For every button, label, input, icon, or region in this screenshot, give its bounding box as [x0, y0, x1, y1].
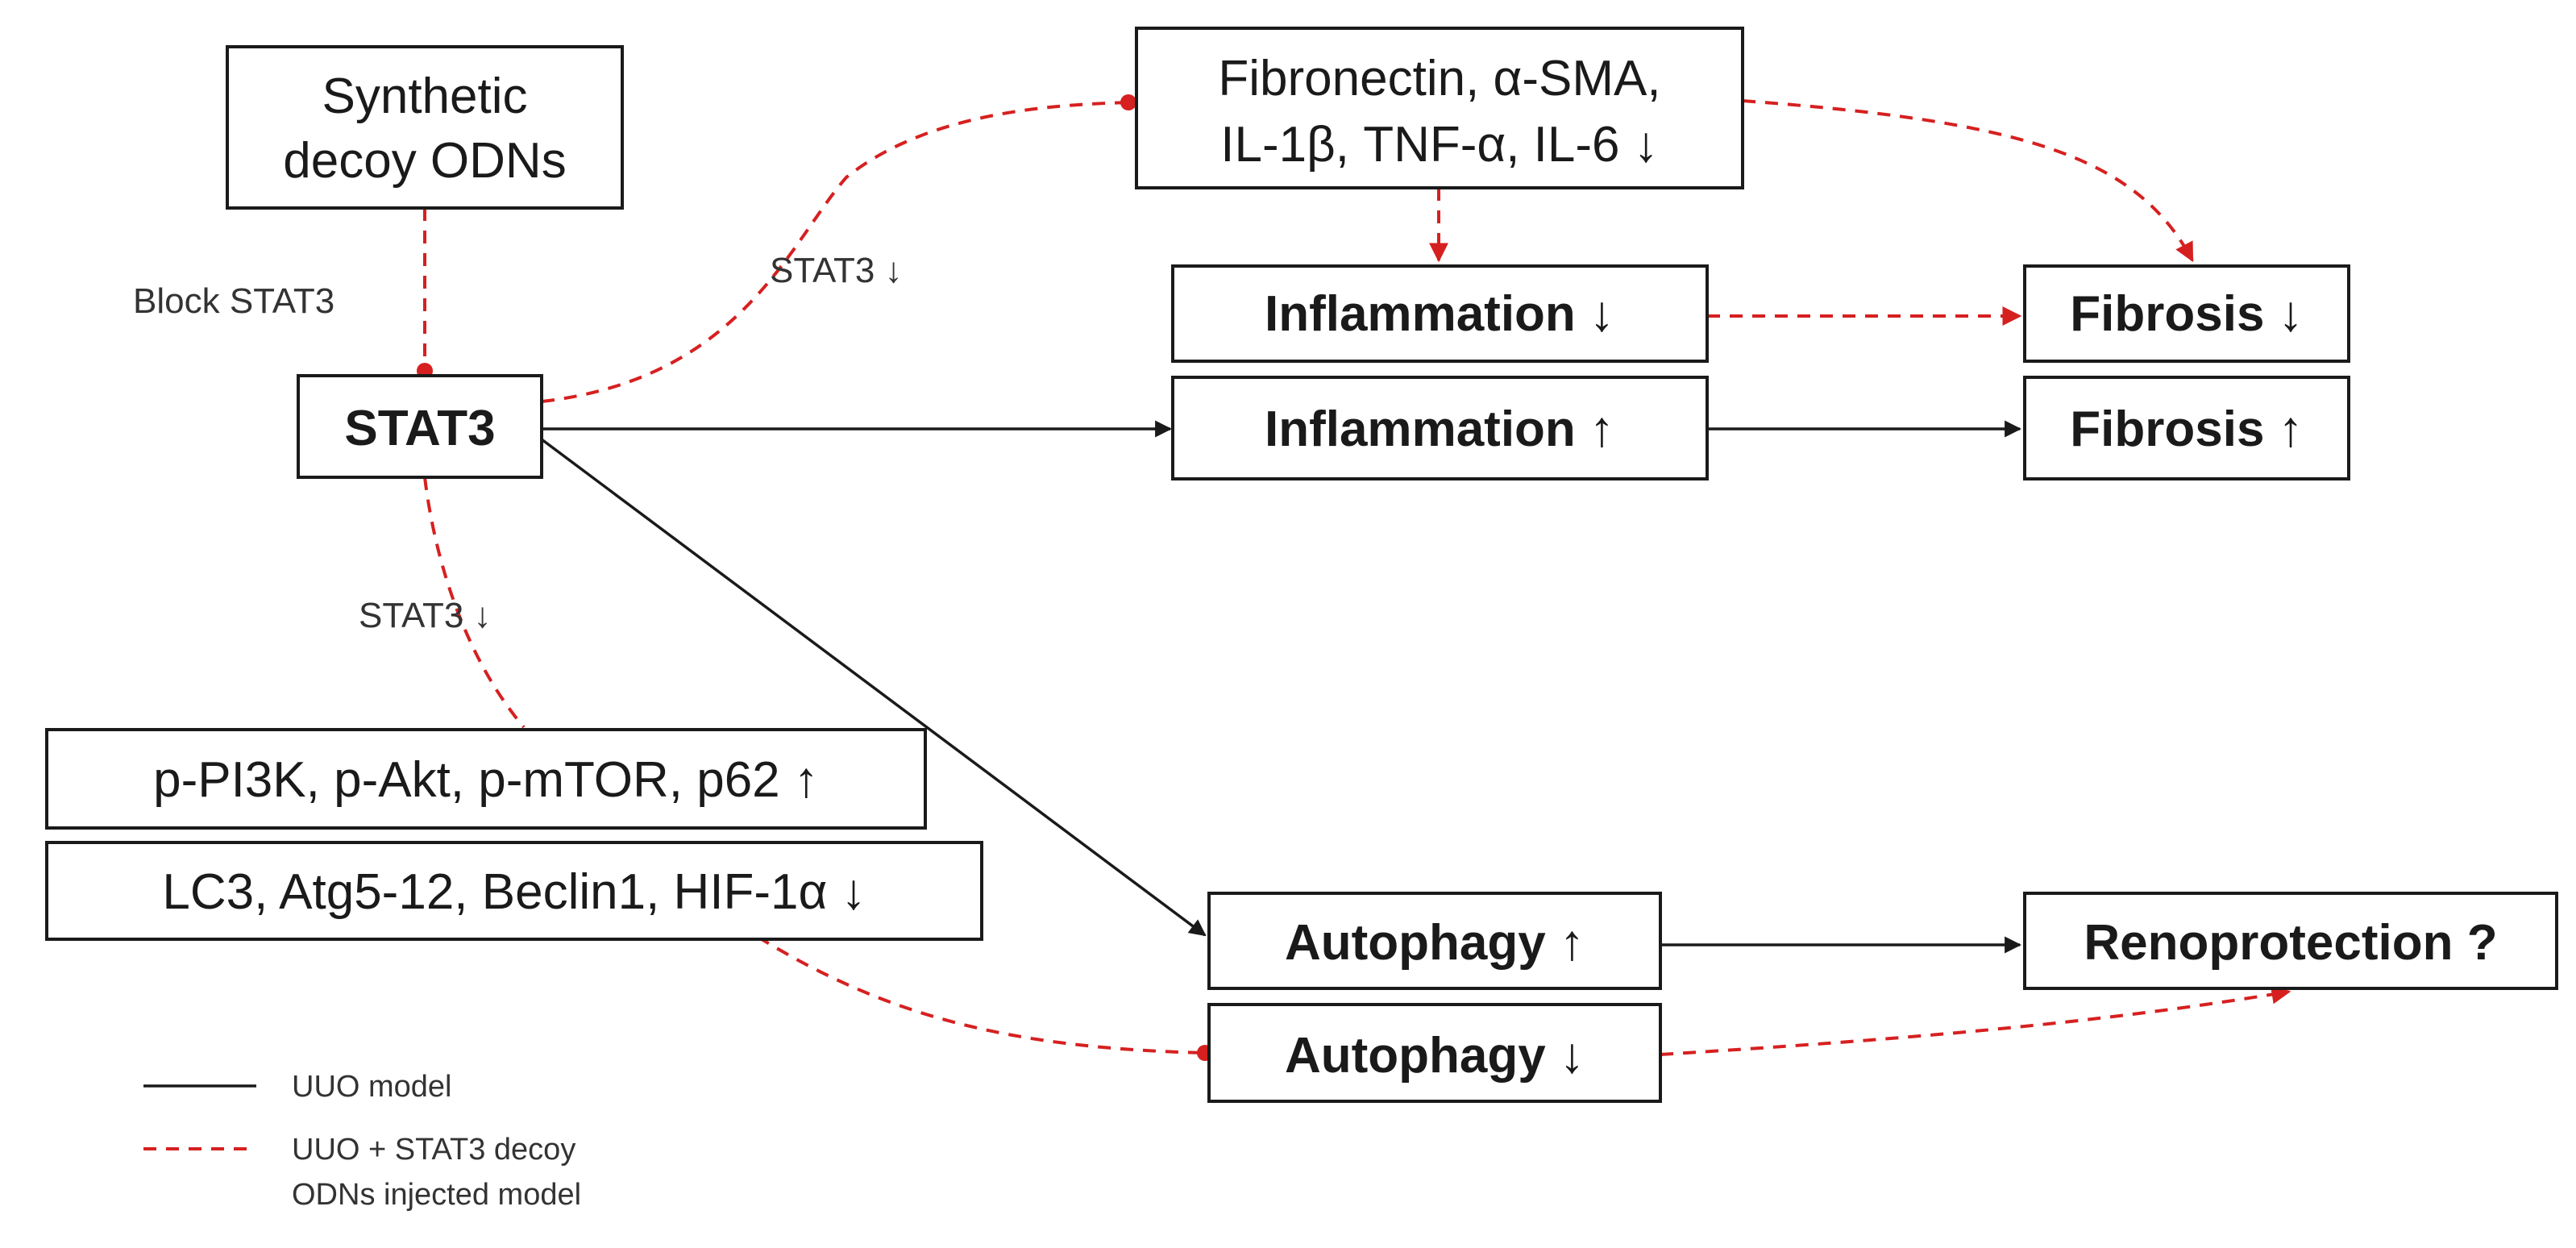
node-synthetic-decoy-odns: Synthetic decoy ODNs: [226, 45, 624, 210]
node-inflammation-down-label: Inflammation ↓: [1265, 286, 1614, 342]
node-synthetic-line1: Synthetic: [322, 69, 527, 124]
node-renoprotection: Renoprotection ?: [2023, 892, 2558, 990]
node-fibrosis-up-label: Fibrosis ↑: [2070, 401, 2303, 457]
node-fibrosis-down: Fibrosis ↓: [2023, 264, 2350, 363]
edge-stat3-to-markers: [541, 94, 1136, 403]
edge-label-stat3-down-upper: STAT3 ↓: [770, 251, 903, 290]
node-stat3: STAT3: [297, 374, 543, 479]
edge-lc3-to-autophagy-down: [756, 935, 1213, 1061]
edge-stat3-to-autophagy-up: [540, 438, 1207, 937]
node-markers-line1: Fibronectin, α-SMA,: [1218, 51, 1660, 106]
node-fibrosis-up: Fibrosis ↑: [2023, 376, 2350, 480]
node-pi3k-akt-mtor: p-PI3K, p-Akt, p-mTOR, p62 ↑: [45, 728, 927, 830]
legend-decoy-line2: ODNs injected model: [292, 1178, 581, 1212]
legend: UUO model UUO + STAT3 decoy ODNs injecte…: [143, 1070, 581, 1212]
node-inflammation-up: Inflammation ↑: [1171, 376, 1709, 480]
node-markers-line2: IL-1β, TNF-α, IL-6 ↓: [1220, 117, 1658, 173]
edge-stat3-to-pi3k: [423, 476, 526, 729]
edge-autophagy-down-to-renoprotection: [1660, 984, 2291, 1056]
node-autophagy-down-label: Autophagy ↓: [1285, 1028, 1585, 1084]
legend-decoy-line1: UUO + STAT3 decoy: [292, 1133, 575, 1167]
edge-markers-to-fibrosis-down: [1742, 99, 2194, 263]
node-autophagy-up: Autophagy ↑: [1207, 892, 1662, 990]
node-synthetic-line2: decoy ODNs: [283, 133, 566, 189]
node-stat3-label: STAT3: [344, 401, 495, 456]
node-pi3k-label: p-PI3K, p-Akt, p-mTOR, p62 ↑: [153, 752, 819, 808]
node-autophagy-down: Autophagy ↓: [1207, 1003, 1662, 1103]
edge-label-stat3-down-lower: STAT3 ↓: [359, 596, 492, 635]
legend-uuo-model: UUO model: [292, 1070, 452, 1104]
node-renoprotection-label: Renoprotection ?: [2084, 915, 2497, 971]
edge-label-block-stat3: Block STAT3: [133, 281, 334, 321]
node-inflammation-up-label: Inflammation ↑: [1265, 401, 1614, 457]
node-fibrosis-down-label: Fibrosis ↓: [2070, 286, 2303, 342]
node-inflammation-down: Inflammation ↓: [1171, 264, 1709, 363]
node-lc3-atg-beclin: LC3, Atg5-12, Beclin1, HIF-1α ↓: [45, 841, 983, 941]
node-lc3-label: LC3, Atg5-12, Beclin1, HIF-1α ↓: [162, 864, 866, 920]
node-autophagy-up-label: Autophagy ↑: [1285, 915, 1585, 971]
node-markers: Fibronectin, α-SMA, IL-1β, TNF-α, IL-6 ↓: [1135, 27, 1744, 189]
